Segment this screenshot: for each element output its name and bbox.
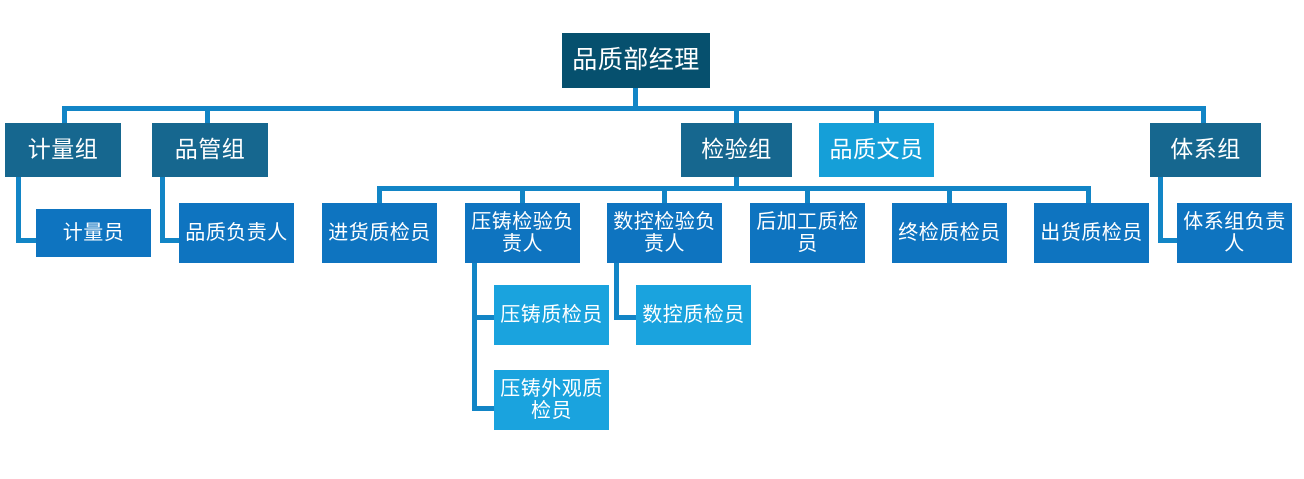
node-system-group[interactable]: 体系组 bbox=[1150, 123, 1261, 177]
node-root-quality-manager[interactable]: 品质部经理 bbox=[562, 33, 710, 88]
connector-jlz-horizontal bbox=[16, 238, 41, 243]
node-metrology-group[interactable]: 计量组 bbox=[5, 123, 121, 177]
node-incoming-inspector[interactable]: 进货质检员 bbox=[322, 203, 437, 263]
node-final-inspector[interactable]: 终检质检员 bbox=[892, 203, 1007, 263]
node-quality-clerk[interactable]: 品质文员 bbox=[819, 123, 934, 177]
connector-yzjy-vertical bbox=[472, 263, 477, 411]
connector-txz-horizontal bbox=[1158, 238, 1182, 243]
node-cnc-inspector[interactable]: 数控质检员 bbox=[636, 285, 751, 345]
connector-root-stem bbox=[633, 88, 638, 108]
node-inspection-group[interactable]: 检验组 bbox=[681, 123, 792, 177]
connector-drop-jhzj bbox=[377, 186, 382, 204]
connector-yzjy-to-yzzj bbox=[472, 315, 498, 320]
node-post-processing-inspector[interactable]: 后加工质检员 bbox=[750, 203, 865, 263]
connector-drop-jlz bbox=[62, 106, 67, 124]
connector-txz-vertical bbox=[1158, 177, 1163, 243]
connector-drop-yzjy bbox=[520, 186, 525, 204]
node-system-group-supervisor[interactable]: 体系组负责人 bbox=[1177, 203, 1292, 263]
connector-drop-chzj bbox=[1086, 186, 1091, 204]
connector-drop-hjgzj bbox=[805, 186, 810, 204]
connector-drop-pzwy bbox=[874, 106, 879, 124]
connector-drop-skjy bbox=[662, 186, 667, 204]
connector-drop-txz bbox=[1201, 106, 1206, 124]
connector-drop-pgz bbox=[205, 106, 210, 124]
node-quality-supervisor[interactable]: 品质负责人 bbox=[179, 203, 294, 263]
connector-skjy-vertical bbox=[614, 263, 619, 320]
node-cnc-inspection-supervisor[interactable]: 数控检验负责人 bbox=[607, 203, 722, 263]
connector-jyz-bus bbox=[377, 186, 1091, 191]
node-diecast-inspection-supervisor[interactable]: 压铸检验负责人 bbox=[465, 203, 580, 263]
connector-pgz-vertical bbox=[160, 177, 165, 243]
connector-pgz-horizontal bbox=[160, 238, 185, 243]
connector-jyz-stem bbox=[734, 177, 739, 190]
node-diecast-inspector[interactable]: 压铸质检员 bbox=[494, 285, 609, 345]
node-shipping-inspector[interactable]: 出货质检员 bbox=[1034, 203, 1149, 263]
node-quality-control-group[interactable]: 品管组 bbox=[152, 123, 268, 177]
node-diecast-appearance-inspector[interactable]: 压铸外观质检员 bbox=[494, 370, 609, 430]
connector-yzjy-to-yzwgzj bbox=[472, 406, 498, 411]
connector-level2-bus bbox=[62, 106, 1206, 111]
connector-jlz-vertical bbox=[16, 177, 21, 243]
connector-drop-jyz bbox=[734, 106, 739, 124]
connector-drop-zjzj bbox=[947, 186, 952, 204]
connector-skjy-to-skzj bbox=[614, 315, 640, 320]
node-metrology-staff[interactable]: 计量员 bbox=[36, 209, 151, 257]
